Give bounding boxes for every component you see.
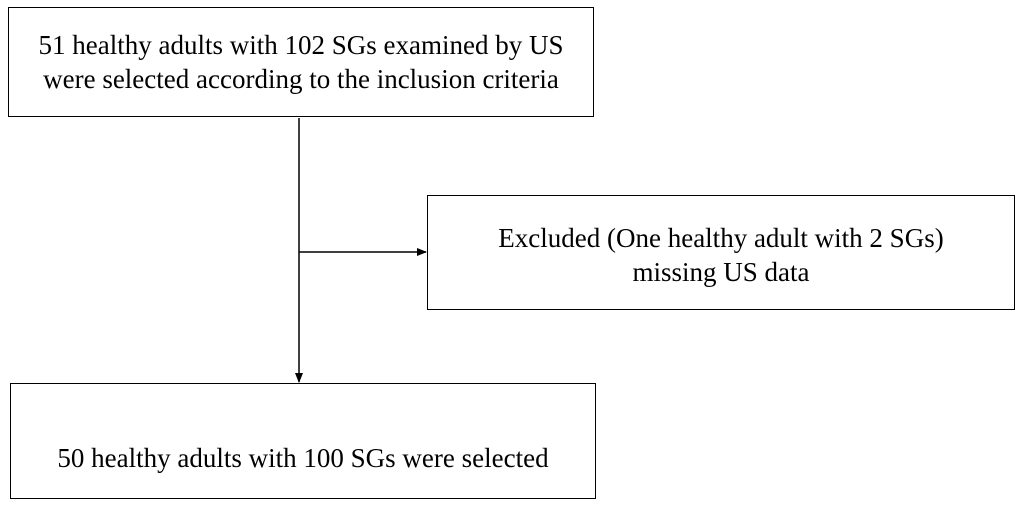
flowchart-node-start: 51 healthy adults with 102 SGs examined … [8,7,594,117]
flowchart-node-excluded: Excluded (One healthy adult with 2 SGs) … [427,195,1015,310]
node-start-text: 51 healthy adults with 102 SGs examined … [38,30,564,94]
node-excluded-text: Excluded (One healthy adult with 2 SGs) … [498,222,944,287]
node-final-text: 50 healthy adults with 100 SGs were sele… [57,443,549,473]
flowchart-node-final: 50 healthy adults with 100 SGs were sele… [10,383,596,499]
